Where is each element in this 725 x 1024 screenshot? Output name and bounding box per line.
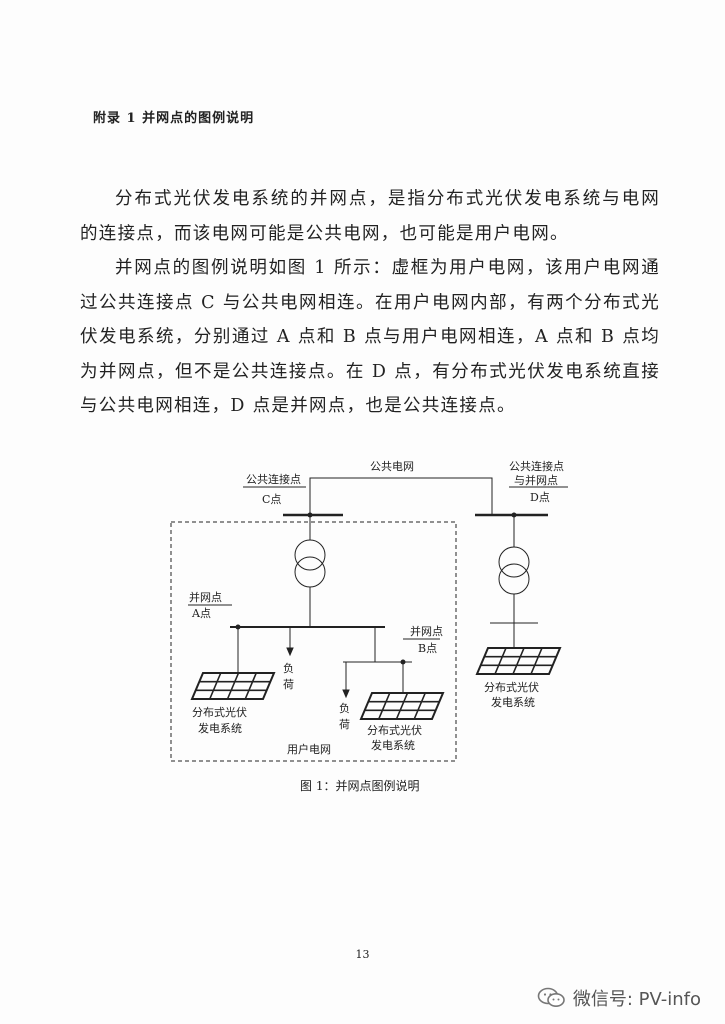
point-a-marker <box>235 624 241 630</box>
grid-connection-diagram: 公共电网 公共连接点 C点 公共连接点 与并网点 D点 并网点 A点 并网点 B… <box>0 450 725 800</box>
point-c-marker <box>307 512 313 518</box>
load-1-label-char-1: 负 <box>283 661 294 675</box>
transformer-right-bottom <box>498 563 530 595</box>
point-d-marker <box>511 512 517 518</box>
point-d-label-1: 公共连接点 <box>509 460 564 473</box>
point-c-label-1: 公共连接点 <box>246 473 301 486</box>
body-text: 分布式光伏发电系统的并网点，是指分布式光伏发电系统与电网的连接点，而该电网可能是… <box>80 182 660 424</box>
pv-a-label-1: 分布式光伏 <box>192 705 247 719</box>
public-grid-line <box>309 477 493 515</box>
pv-a-label-2: 发电系统 <box>198 721 242 735</box>
figure-caption: 图 1：并网点图例说明 <box>300 778 419 793</box>
point-b-label-2: B点 <box>418 642 437 655</box>
pv-d-label-2: 发电系统 <box>491 695 535 709</box>
transformer-right-top <box>498 546 530 578</box>
pv-b-label-1: 分布式光伏 <box>367 723 422 737</box>
transformer-left-top <box>294 539 326 571</box>
public-grid-label: 公共电网 <box>370 460 414 473</box>
appendix-title: 附录 1 并网点的图例说明 <box>93 111 255 126</box>
diagram-svg: 公共电网 公共连接点 C点 公共连接点 与并网点 D点 并网点 A点 并网点 B… <box>170 460 568 793</box>
wechat-label: 微信号: PV-info <box>572 989 701 1010</box>
point-d-label-3: D点 <box>530 491 550 504</box>
load-1-label-char-2: 荷 <box>283 678 294 691</box>
wechat-icon <box>537 986 567 1010</box>
paragraph-1: 分布式光伏发电系统的并网点，是指分布式光伏发电系统与电网的连接点，而该电网可能是… <box>80 189 660 244</box>
load-2-label-char-1: 负 <box>339 701 350 715</box>
pv-b-label-2: 发电系统 <box>371 738 415 752</box>
point-b-marker <box>400 659 406 665</box>
paragraph-2: 并网点的图例说明如图 1 所示：虚框为用户电网，该用户电网通过公共连接点 C 与… <box>80 258 660 416</box>
pv-panel-a <box>190 672 276 700</box>
pv-panel-d <box>475 647 562 675</box>
point-c-label-2: C点 <box>262 493 281 506</box>
user-grid-boundary <box>170 521 457 762</box>
point-d-label-2: 与并网点 <box>514 473 558 487</box>
point-a-label-2: A点 <box>191 607 211 620</box>
point-a-label-1: 并网点 <box>189 590 222 604</box>
pv-panel-b <box>359 692 445 720</box>
load-2-label-char-2: 荷 <box>339 718 350 731</box>
page-number: 13 <box>355 948 370 961</box>
transformer-left-bottom <box>294 556 326 588</box>
wechat-watermark: 微信号: PV-info <box>537 985 701 1011</box>
point-b-label-1: 并网点 <box>410 624 443 638</box>
pv-d-label-1: 分布式光伏 <box>484 680 539 694</box>
user-grid-label: 用户电网 <box>287 742 331 756</box>
